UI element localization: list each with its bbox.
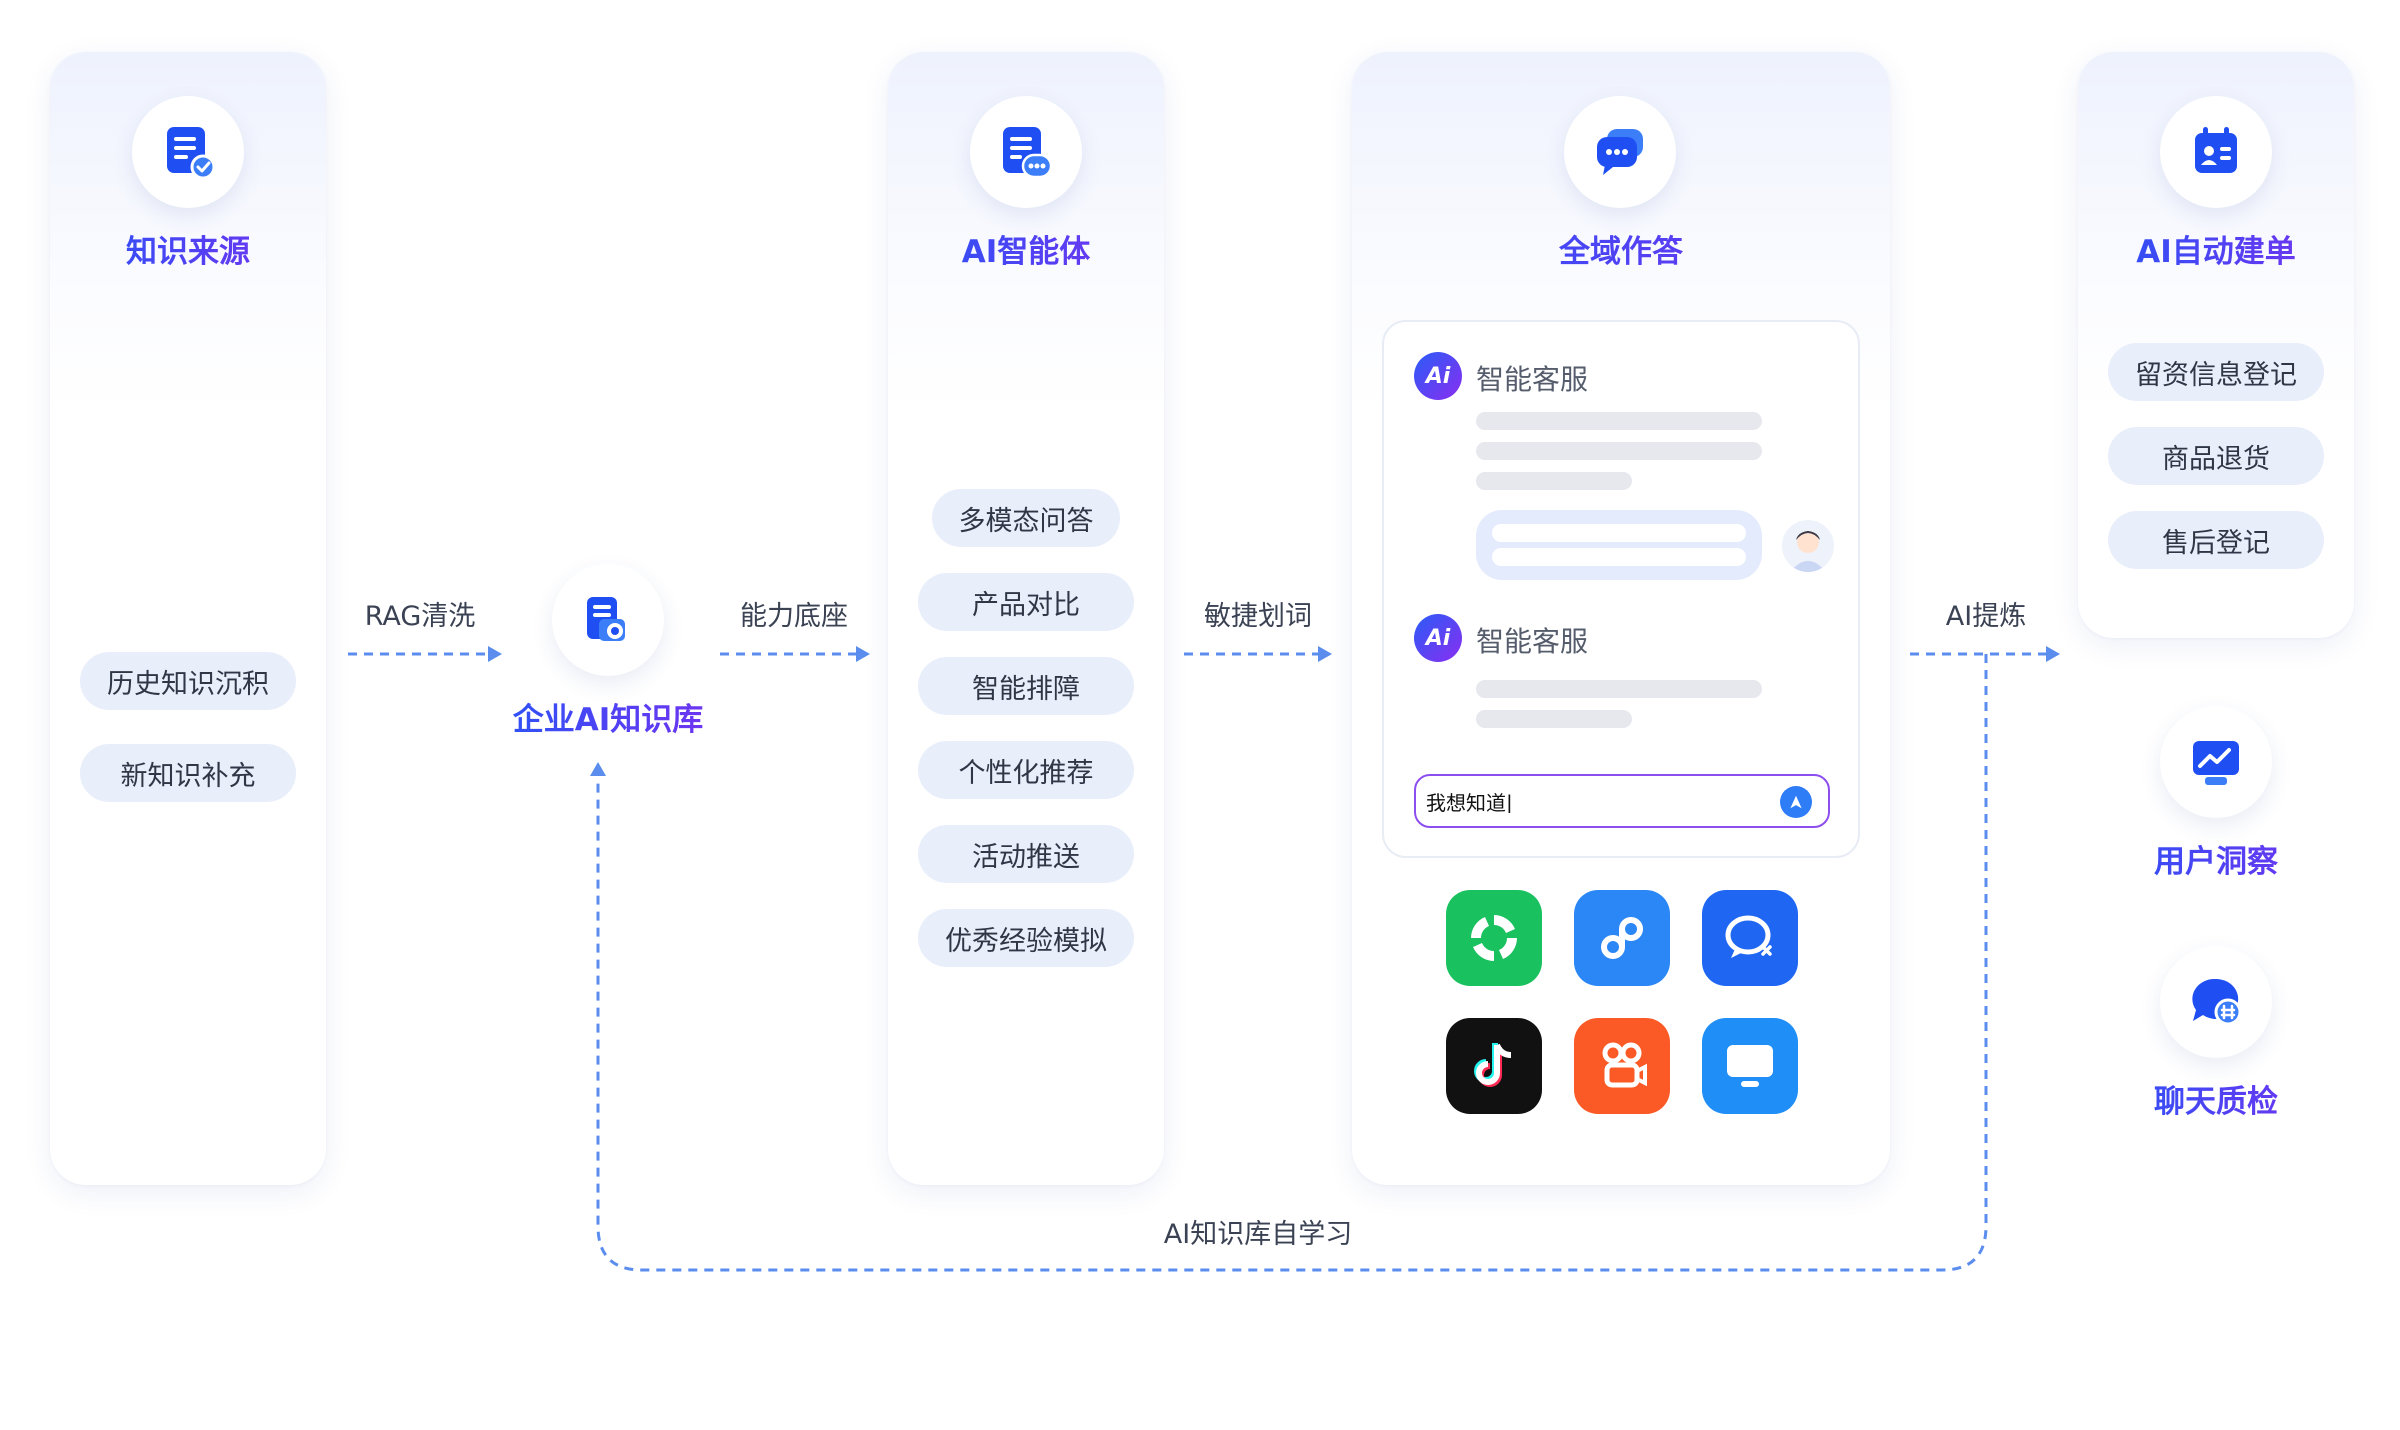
bot-message-line — [1476, 472, 1632, 490]
bot-message-line — [1476, 680, 1762, 698]
bot-avatar-label: Ai — [1425, 625, 1451, 651]
bot-avatar-label: Ai — [1425, 363, 1451, 389]
document-check-icon — [167, 127, 216, 180]
chat-window: Ai 智能客服 Ai 智能客服 — [1382, 320, 1860, 858]
knowledge-base-icon-circle — [552, 564, 664, 676]
knowledge-source-title: 知识来源 — [50, 226, 326, 271]
knowledge-source-icon-circle — [132, 96, 244, 208]
chat-qc-title: 聊天质检 — [2078, 1076, 2354, 1121]
flow-label-capability: 能力底座 — [740, 601, 848, 632]
user-insight-title: 用户洞察 — [2078, 836, 2354, 881]
bot-message-line — [1476, 412, 1762, 430]
ticket-item-lead: 留资信息登记 — [2108, 343, 2324, 401]
calendar-card-icon — [2195, 127, 2237, 173]
agent-item-simulation: 优秀经验模拟 — [918, 909, 1134, 967]
bot-message-line — [1476, 442, 1762, 460]
document-chat-icon — [1003, 127, 1053, 179]
knowledge-base-title: 企业AI知识库 — [470, 694, 746, 739]
arrow-head-extract — [2046, 646, 2060, 662]
flow-label-agile: 敏捷划词 — [1204, 601, 1312, 632]
wechat-service-icon — [1446, 890, 1542, 986]
omni-answer-title: 全域作答 — [1352, 226, 1890, 271]
source-item-history: 历史知识沉积 — [80, 652, 296, 710]
user-message-bubble — [1476, 510, 1762, 580]
ai-agent-icon-circle — [970, 96, 1082, 208]
bot-message-line — [1476, 710, 1632, 728]
bot-name-second: 智能客服 — [1476, 625, 1589, 658]
arrow-head-agile — [1318, 646, 1332, 662]
chat-qc-icon-circle — [2160, 946, 2272, 1058]
enterprise-chat-icon — [1702, 890, 1798, 986]
flow-label-self-learning: AI知识库自学习 — [1163, 1219, 1353, 1250]
ai-agent-title: AI智能体 — [888, 226, 1164, 271]
database-settings-icon — [587, 597, 625, 641]
auto-ticket-title: AI自动建单 — [2078, 226, 2354, 271]
ticket-item-aftersales: 售后登记 — [2108, 511, 2324, 569]
send-icon — [1790, 795, 1802, 809]
kuaishou-icon — [1574, 1018, 1670, 1114]
arrow-head-self-learning — [590, 762, 606, 776]
user-avatar — [1782, 520, 1834, 572]
web-desktop-icon — [1702, 1018, 1798, 1114]
knowledge-source-card — [50, 52, 326, 1185]
chat-hash-icon — [2192, 978, 2242, 1026]
mini-program-icon — [1574, 890, 1670, 986]
douyin-icon — [1446, 1018, 1542, 1114]
flow-label-rag: RAG清洗 — [364, 601, 476, 632]
bot-avatar: Ai — [1414, 614, 1462, 662]
chat-input-box[interactable] — [1414, 774, 1830, 828]
auto-ticket-icon-circle — [2160, 96, 2272, 208]
arrow-head-capability — [856, 646, 870, 662]
agent-item-push: 活动推送 — [918, 825, 1134, 883]
send-button[interactable] — [1780, 786, 1812, 818]
ticket-item-return: 商品退货 — [2108, 427, 2324, 485]
flow-label-extract: AI提炼 — [1945, 601, 2027, 632]
agent-item-troubleshoot: 智能排障 — [918, 657, 1134, 715]
agent-item-multimodal: 多模态问答 — [932, 489, 1120, 547]
source-item-new: 新知识补充 — [80, 744, 296, 802]
bot-avatar: Ai — [1414, 352, 1462, 400]
bot-name-first: 智能客服 — [1476, 363, 1589, 396]
chat-input[interactable] — [1426, 789, 1756, 813]
chart-monitor-icon — [2193, 741, 2239, 785]
arrow-head-rag — [488, 646, 502, 662]
omni-answer-icon-circle — [1564, 96, 1676, 208]
user-insight-icon-circle — [2160, 706, 2272, 818]
chat-bubbles-icon — [1597, 129, 1643, 175]
agent-item-recommend: 个性化推荐 — [918, 741, 1134, 799]
agent-item-compare: 产品对比 — [918, 573, 1134, 631]
